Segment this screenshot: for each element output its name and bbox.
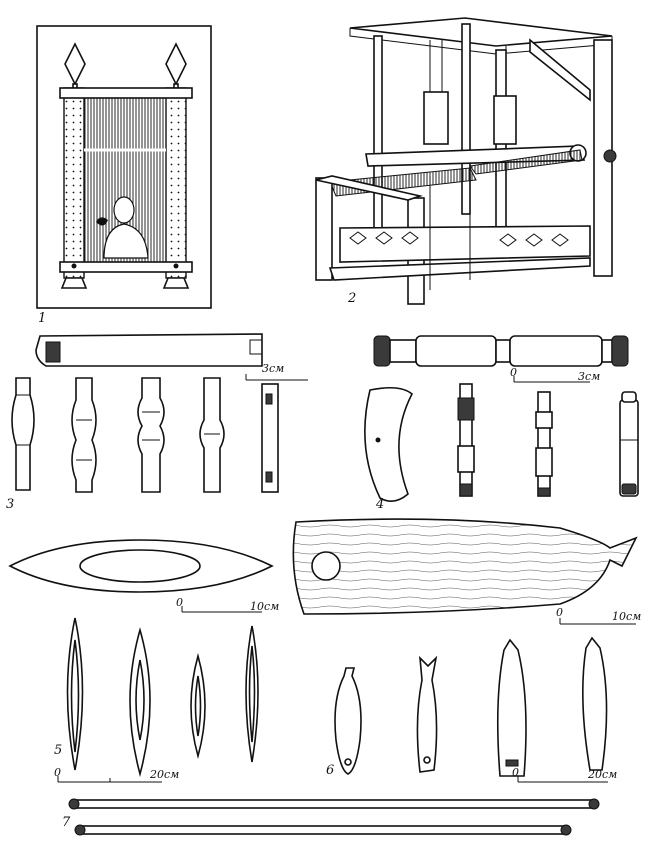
turned-bobbin-3: [137, 377, 165, 493]
shuttle-scale-zero: 0: [176, 596, 183, 609]
fig7-rods: 7: [62, 798, 600, 836]
fig4-number: 4: [375, 497, 384, 512]
fig5-shuttles: 5 0 20см: [54, 617, 259, 783]
sword-scale-zero: 0: [556, 606, 563, 619]
weaving-sword-beater: 0 10см: [292, 518, 641, 625]
fig2-horizontal-treadle-loom: 2: [315, 17, 617, 306]
fig5-number: 5: [54, 743, 62, 758]
fig2-number: 2: [347, 291, 356, 306]
fig6-number: 6: [326, 763, 334, 778]
fig3-warp-beam-and-bobbins: 3см 3: [6, 333, 308, 512]
fig4-scale-zero: 0: [510, 366, 517, 379]
fig6-scale-label: 20см: [587, 768, 617, 781]
fig6-scale-zero: 0: [512, 766, 519, 779]
turned-bobbin-1: [11, 377, 35, 491]
large-open-shuttle: 0 10см: [8, 539, 279, 613]
fig5-scale-label: 20см: [149, 768, 179, 781]
small-spool-1: [457, 383, 475, 497]
sword-scale-label: 10см: [612, 610, 641, 623]
fig4-roller-and-spools: 0 3см 4: [364, 335, 639, 512]
fig1-vertical-loom-with-tapestry: 1: [36, 25, 212, 326]
small-spool-3: [619, 391, 639, 497]
fig3-scale-label: 3см: [262, 362, 284, 375]
fig6-netting-needles: 6 0 20см: [326, 636, 617, 783]
fig7-number: 7: [62, 815, 71, 830]
turned-bobbin-2: [71, 377, 97, 493]
turned-bobbin-4: [199, 377, 225, 493]
embroidered-figure-icon: [96, 196, 149, 259]
shuttle-scale-label: 10см: [250, 600, 279, 613]
flat-bobbin-5: [261, 383, 279, 493]
fig3-number: 3: [6, 497, 14, 512]
fig4-scale-label: 3см: [578, 370, 600, 383]
fig1-number: 1: [38, 311, 46, 326]
fig5-scale-zero: 0: [54, 766, 61, 779]
small-spool-2: [535, 391, 553, 497]
